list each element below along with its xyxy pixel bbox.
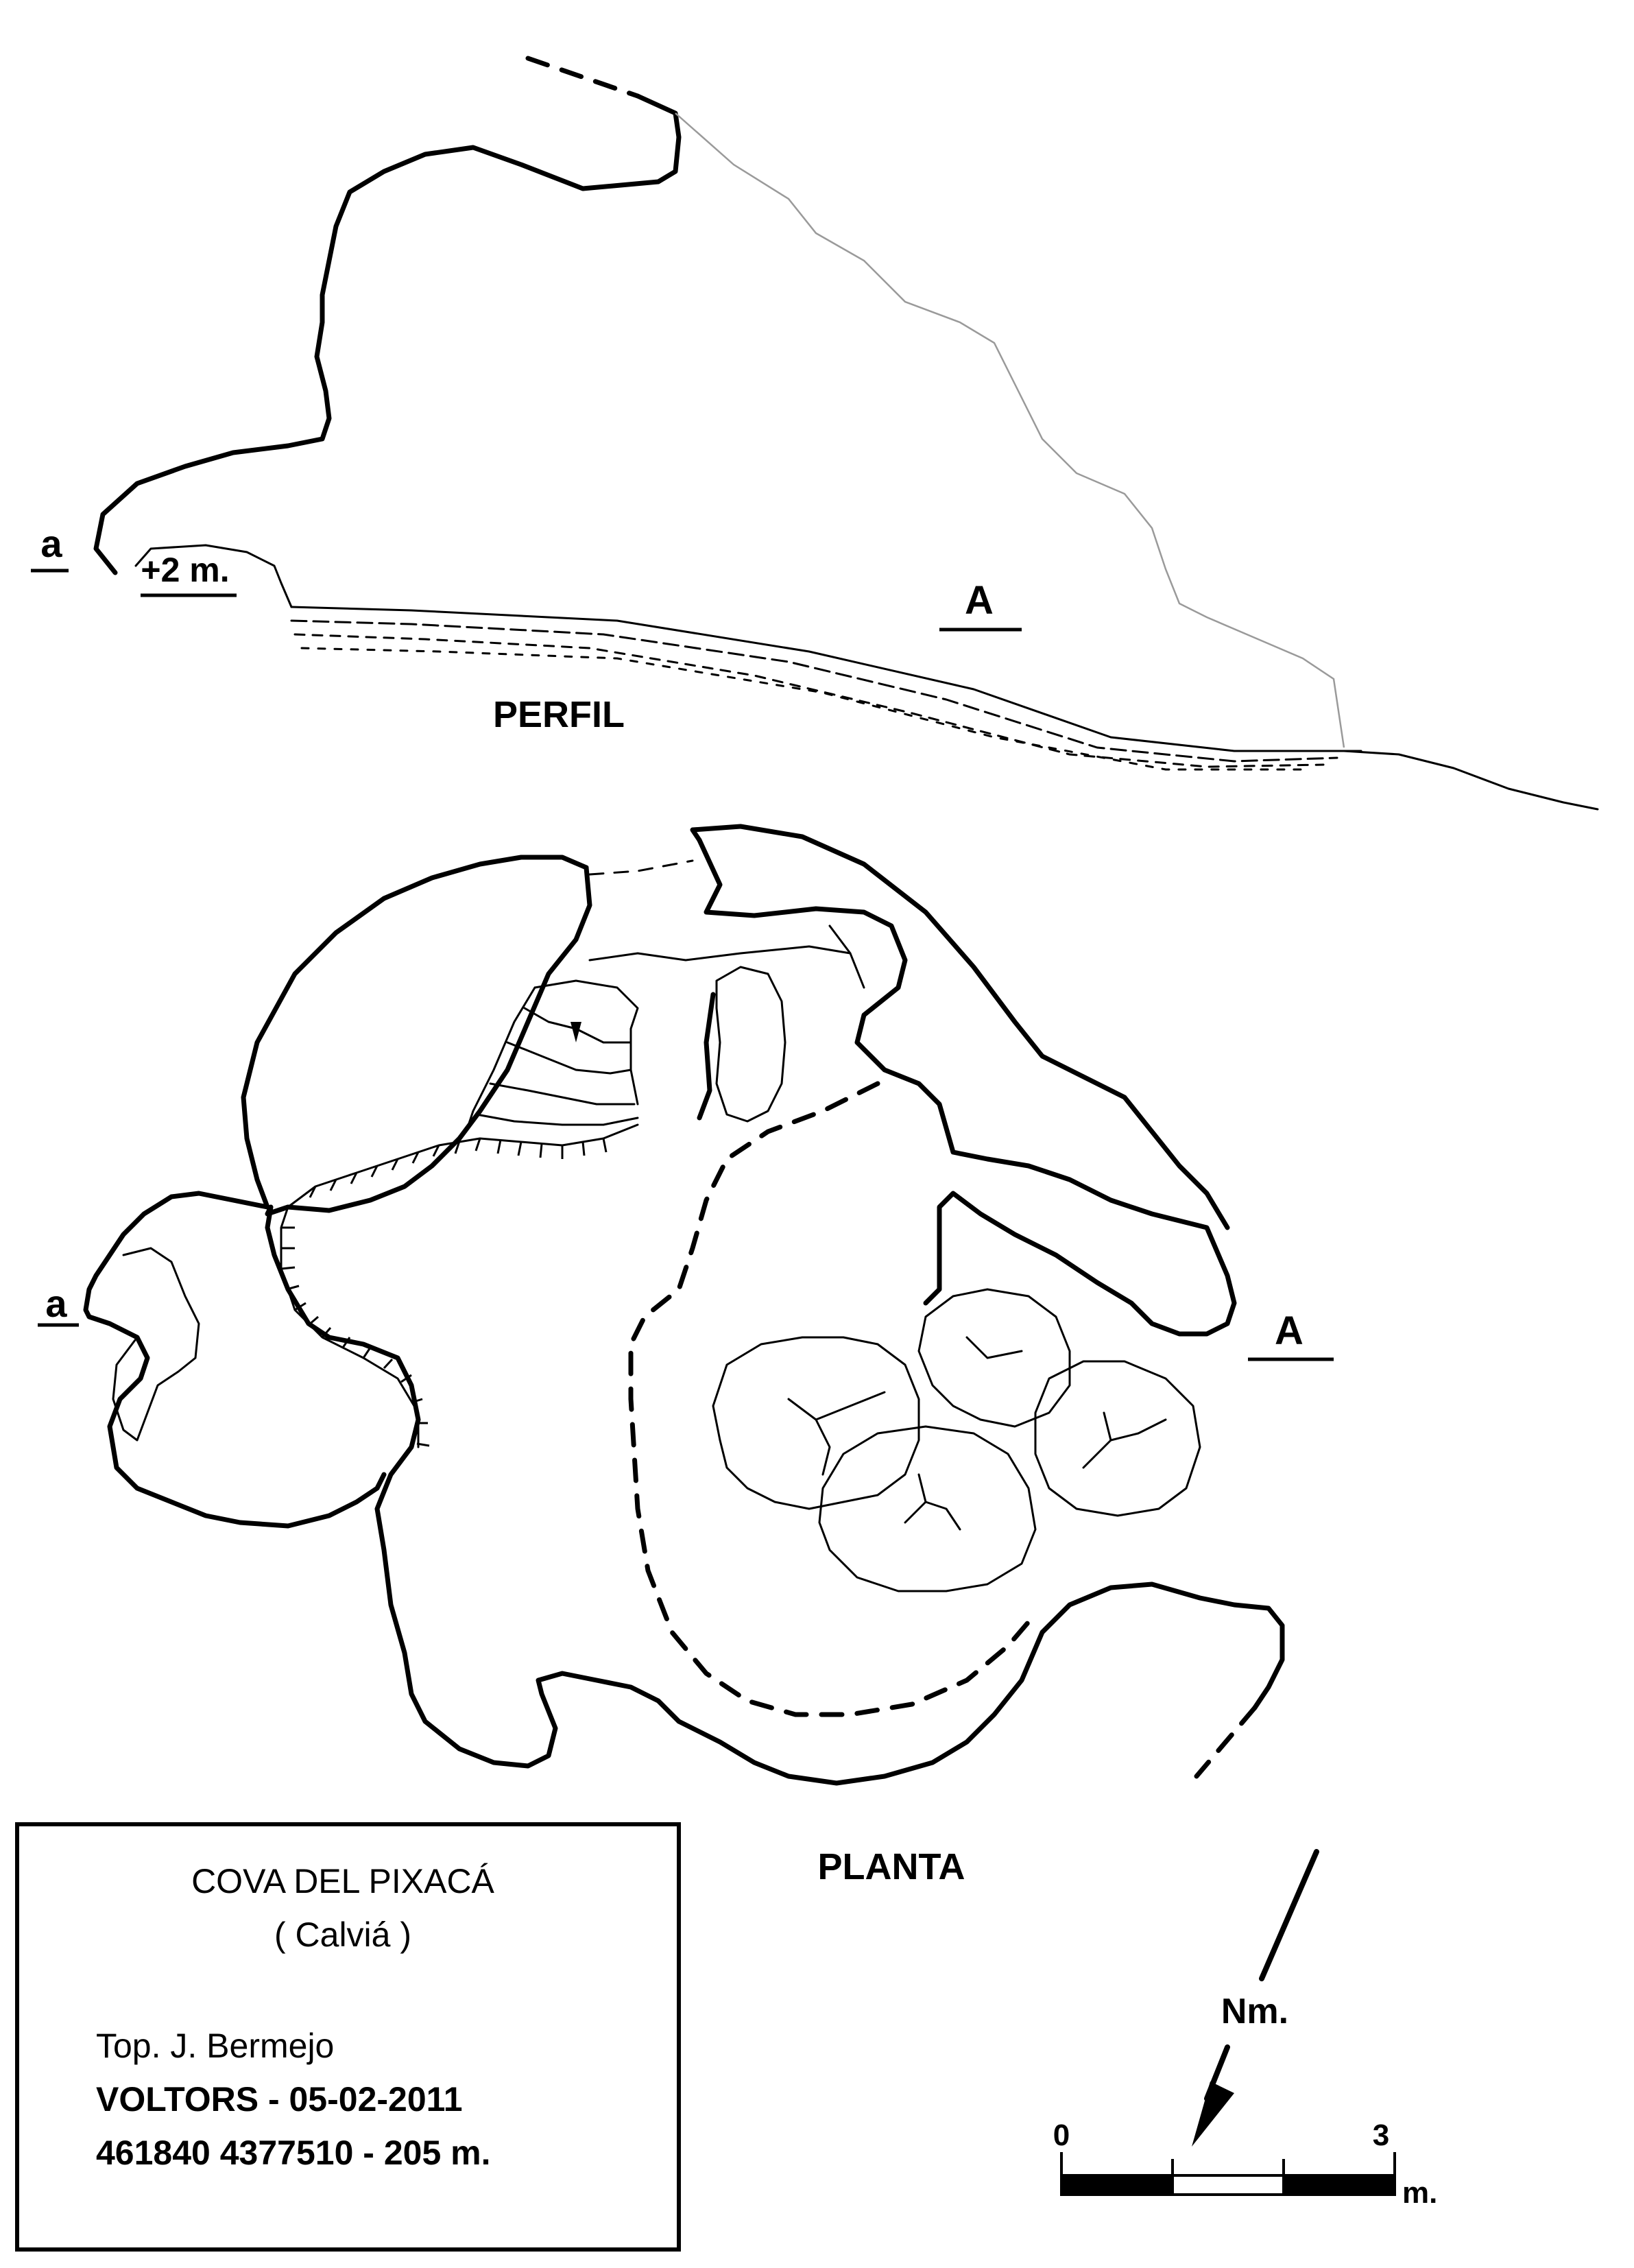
plan-slope-arrow [570,1022,581,1042]
plan-inner-cross-wall [588,945,852,962]
scale-bar: 0 3 m. [1053,2118,1438,2210]
plan-boulders [712,1288,1201,1592]
plan-inner-cross-wall-2 [828,924,865,989]
plan-left-wall [83,1191,387,1529]
plan-drop-ticks [280,1138,608,1447]
profile-floor-step [134,544,293,608]
boulder-2 [917,1288,1071,1428]
scale-segment-2 [1171,2174,1285,2196]
title-block: COVA DEL PIXACÁ ( Calviá ) Top. J. Berme… [15,1822,681,2252]
profile-sediment-floor [290,606,1362,771]
scale-start-label: 0 [1053,2118,1070,2152]
scale-end-label: 3 [1373,2118,1389,2152]
plan-contour-slope [465,979,639,1133]
plan-outer-dash [1194,1705,1258,1779]
plan-entrance-dash [588,859,694,876]
profile-title: PERFIL [493,694,625,735]
surveyor: Top. J. Bermejo [96,2027,334,2065]
profile-surface-line [675,112,1345,748]
north-arrow-head-icon [1192,2081,1234,2147]
scale-segment-3 [1282,2174,1396,2196]
scale-segment-1 [1060,2174,1174,2196]
coordinates: 461840 4377510 - 205 m. [96,2134,491,2172]
north-arrow-shaft-top [1259,1849,1319,1981]
club-date: VOLTORS - 05-02-2011 [96,2080,463,2118]
profile-section-a-label: a [40,522,62,565]
plan-title: PLANTA [818,1846,965,1887]
title-block-frame [15,1822,681,2252]
boulder-4 [1034,1360,1201,1517]
plan-pillar-wall [697,992,716,1121]
profile-exterior-slope [1343,750,1599,811]
plan-left-chamber [112,1247,200,1442]
plan-section-a-label: a [45,1282,67,1325]
profile-height-note: +2 m. [141,551,229,589]
plan-drop-line [280,1123,639,1448]
plan-upper-left-lobe [241,855,589,1210]
profile-section-A-label: A [965,578,994,623]
plan-upper-right-top [690,824,1230,1230]
boulder-1 [712,1336,920,1510]
plan-inner-pillar [715,966,786,1123]
cave-name: COVA DEL PIXACÁ [191,1862,494,1900]
plan-section: a A PLANTA [38,824,1334,1887]
municipality: ( Calviá ) [274,1915,411,1954]
profile-cave-wall [93,93,682,575]
plan-section-A-label: A [1275,1309,1303,1353]
plan-outer-wall [265,865,1285,1786]
north-arrow-label: Nm. [1221,1992,1288,2031]
profile-dashed-edge [525,56,640,99]
scale-unit-label: m. [1402,2176,1437,2210]
boulder-3 [818,1425,1037,1592]
plan-inner-dashed-boundary [628,1081,1031,1717]
plan-upper-right-lobe [697,837,1237,1337]
north-arrow: Nm. [1192,1849,1319,2147]
profile-section: a +2 m. A PERFIL [31,56,1599,811]
